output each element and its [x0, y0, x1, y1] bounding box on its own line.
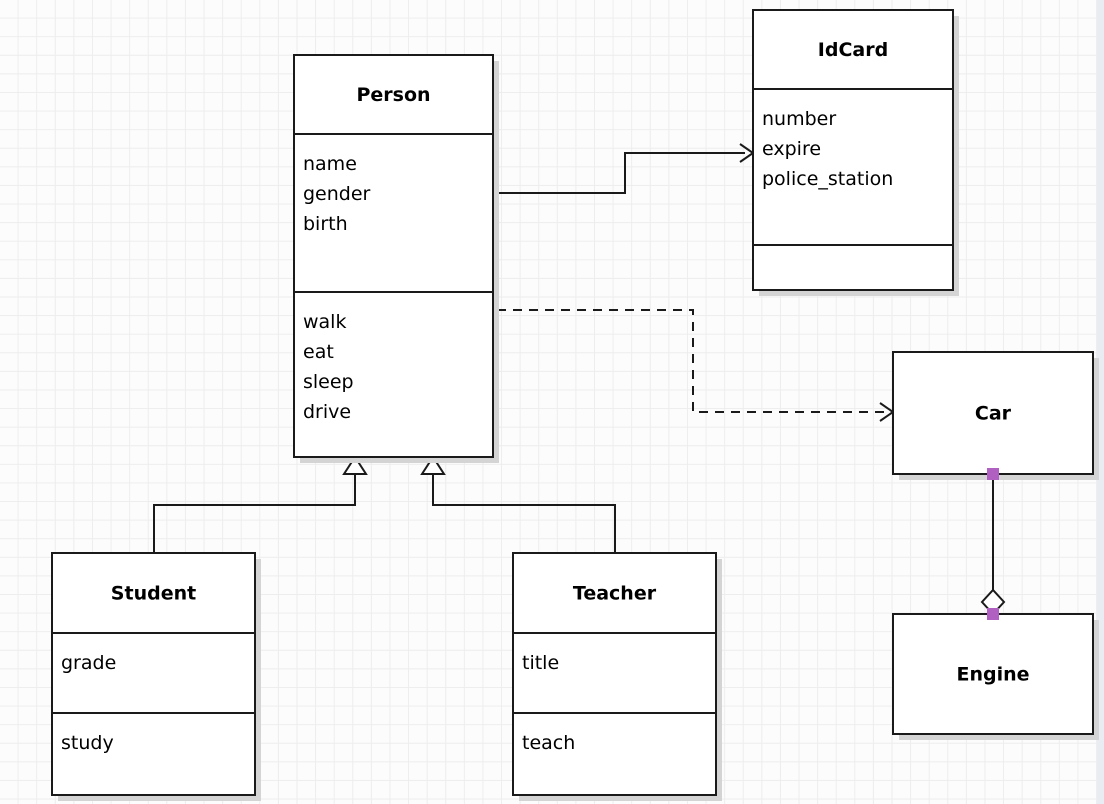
class-operation: drive [303, 401, 351, 423]
class-attribute: birth [303, 213, 348, 235]
class-attribute: number [762, 108, 836, 130]
class-box-frame[interactable] [752, 9, 954, 291]
hollow-triangle-arrowhead [342, 455, 368, 475]
class-operation: walk [303, 311, 346, 333]
class-box-idcard[interactable]: IdCard number expire police_station [752, 9, 959, 296]
class-operation: teach [522, 732, 575, 754]
class-name: Person [356, 84, 430, 106]
class-attribute: grade [61, 652, 116, 674]
class-operation: study [61, 732, 114, 754]
relationship-line[interactable] [497, 309, 885, 413]
class-box-frame[interactable] [892, 351, 1094, 475]
relationship-line[interactable] [493, 152, 745, 194]
connector-endpoint-handle[interactable] [987, 608, 999, 620]
class-box-engine[interactable]: Engine [892, 613, 1099, 740]
right-gutter [1097, 0, 1104, 804]
class-operation: sleep [303, 371, 354, 393]
class-operation: eat [303, 341, 334, 363]
class-name: Student [111, 583, 196, 605]
class-attribute: name [303, 153, 357, 175]
class-name: Car [975, 403, 1012, 425]
class-attribute: title [522, 652, 559, 674]
relationship-car-engine[interactable] [980, 474, 1006, 616]
relationship-line[interactable] [153, 473, 356, 553]
class-attribute: police_station [762, 168, 893, 190]
class-attribute: expire [762, 138, 821, 160]
selection-handles-layer [987, 468, 999, 620]
class-box-person[interactable]: Person name gender birth walk eat sleep drive [293, 54, 499, 463]
relationship-person-idcard[interactable] [493, 143, 755, 194]
class-attribute: gender [303, 183, 371, 205]
class-box-student[interactable]: Student grade study [51, 552, 261, 801]
class-name: IdCard [818, 39, 888, 61]
relationship-student-person[interactable] [153, 455, 368, 553]
class-box-teacher[interactable]: Teacher title teach [512, 552, 722, 801]
relationship-line[interactable] [432, 473, 616, 553]
class-box-frame[interactable] [293, 54, 494, 458]
relationship-teacher-person[interactable] [420, 455, 616, 553]
class-box-frame[interactable] [892, 613, 1094, 735]
connector-endpoint-handle[interactable] [987, 468, 999, 480]
classes-layer: Person name gender birth walk eat sleep drive Id… [51, 9, 1099, 801]
relationship-person-car[interactable] [497, 309, 895, 422]
hollow-triangle-arrowhead [420, 455, 446, 475]
class-box-car[interactable]: Car [892, 351, 1099, 480]
class-name: Engine [956, 664, 1029, 686]
class-box-frame[interactable] [51, 552, 256, 796]
class-box-frame[interactable] [512, 552, 717, 796]
class-name: Teacher [573, 583, 657, 605]
